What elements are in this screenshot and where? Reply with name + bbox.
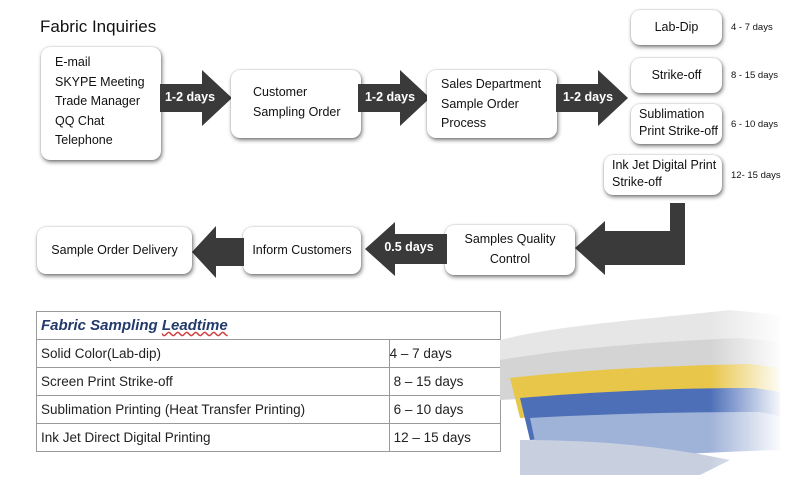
table-title: Fabric Sampling Leadtime xyxy=(36,311,501,340)
arrow-label: 1-2 days xyxy=(364,90,416,104)
step-label: Customer xyxy=(253,85,308,99)
table-title-part: Leadtime xyxy=(161,317,228,334)
option-label: Ink Jet Digital Print xyxy=(612,158,717,172)
table-cell-time: 6 – 10 days xyxy=(388,395,502,424)
option-label: Strike-off xyxy=(612,175,662,189)
samples-quality-control-box: Samples Quality Control xyxy=(445,225,575,275)
table-row: Screen Print Strike-off 8 – 15 days xyxy=(36,367,502,396)
table-cell-time: 4 – 7 days xyxy=(388,339,502,368)
arrow-label: 1-2 days xyxy=(164,90,216,104)
step-label: Sample Order Delivery xyxy=(51,242,178,257)
table-cell-time: 8 – 15 days xyxy=(388,367,502,396)
table-cell-time: 12 – 15 days xyxy=(388,423,502,452)
inform-customers-box: Inform Customers xyxy=(243,227,361,274)
leadtime-table: Fabric Sampling Leadtime Solid Color(Lab… xyxy=(36,311,502,452)
left-arrow xyxy=(365,222,447,276)
option-label: Lab-Dip xyxy=(654,19,699,34)
table-cell-item: Screen Print Strike-off xyxy=(36,367,390,396)
table-title-part: Fabric Sampling xyxy=(41,317,162,334)
table-row: Ink Jet Direct Digital Printing 12 – 15 … xyxy=(36,423,502,452)
sales-department-box: Sales Department Sample Order Process xyxy=(427,70,557,138)
option-box-sublimation: Sublimation Print Strike-off xyxy=(631,104,722,144)
option-label: Print Strike-off xyxy=(639,124,718,138)
option-days: 6 - 10 days xyxy=(731,119,778,130)
option-box-ink-jet: Ink Jet Digital Print Strike-off xyxy=(604,155,722,195)
arrow-label: 0.5 days xyxy=(384,240,434,254)
right-arrow xyxy=(556,70,628,126)
option-days: 4 - 7 days xyxy=(731,22,773,33)
step-label: Sales Department xyxy=(441,77,542,91)
step-label: Process xyxy=(441,116,487,130)
sample-order-delivery-box: Sample Order Delivery xyxy=(37,227,192,274)
contact-method: SKYPE Meeting xyxy=(55,74,145,89)
contact-method: QQ Chat xyxy=(55,113,105,128)
step-label: Inform Customers xyxy=(252,242,352,257)
step-label: Sampling Order xyxy=(253,104,341,119)
option-label: Sublimation xyxy=(639,107,705,121)
table-cell-item: Solid Color(Lab-dip) xyxy=(36,339,390,368)
arrow-label: 1-2 days xyxy=(562,90,614,104)
right-arrow xyxy=(160,70,232,126)
bent-arrow xyxy=(575,203,685,275)
fabric-swatches-image xyxy=(500,300,780,475)
table-title-row: Fabric Sampling Leadtime xyxy=(36,311,501,340)
option-label: Strike-off xyxy=(651,67,702,82)
option-box-lab-dip: Lab-Dip xyxy=(631,10,722,45)
option-days: 8 - 15 days xyxy=(731,70,778,81)
contact-method: Telephone xyxy=(55,133,113,147)
table-row: Sublimation Printing (Heat Transfer Prin… xyxy=(36,395,502,424)
table-cell-item: Ink Jet Direct Digital Printing xyxy=(36,423,390,452)
contact-methods-box: E-mail SKYPE Meeting Trade Manager QQ Ch… xyxy=(41,47,161,160)
customer-sampling-order-box: Customer Sampling Order xyxy=(231,70,361,138)
step-label: Samples Quality xyxy=(464,232,556,246)
table-cell-item: Sublimation Printing (Heat Transfer Prin… xyxy=(36,395,390,424)
right-arrow xyxy=(358,70,430,126)
step-label: Control xyxy=(489,252,531,266)
left-arrow xyxy=(192,226,244,278)
option-box-strike-off: Strike-off xyxy=(631,58,722,93)
contact-method: Trade Manager xyxy=(55,94,140,108)
step-label: Sample Order xyxy=(441,96,519,111)
page-title: Fabric Inquiries xyxy=(40,17,157,36)
table-row: Solid Color(Lab-dip) 4 – 7 days xyxy=(36,339,502,368)
contact-method: E-mail xyxy=(55,55,91,69)
option-days: 12- 15 days xyxy=(731,170,781,181)
